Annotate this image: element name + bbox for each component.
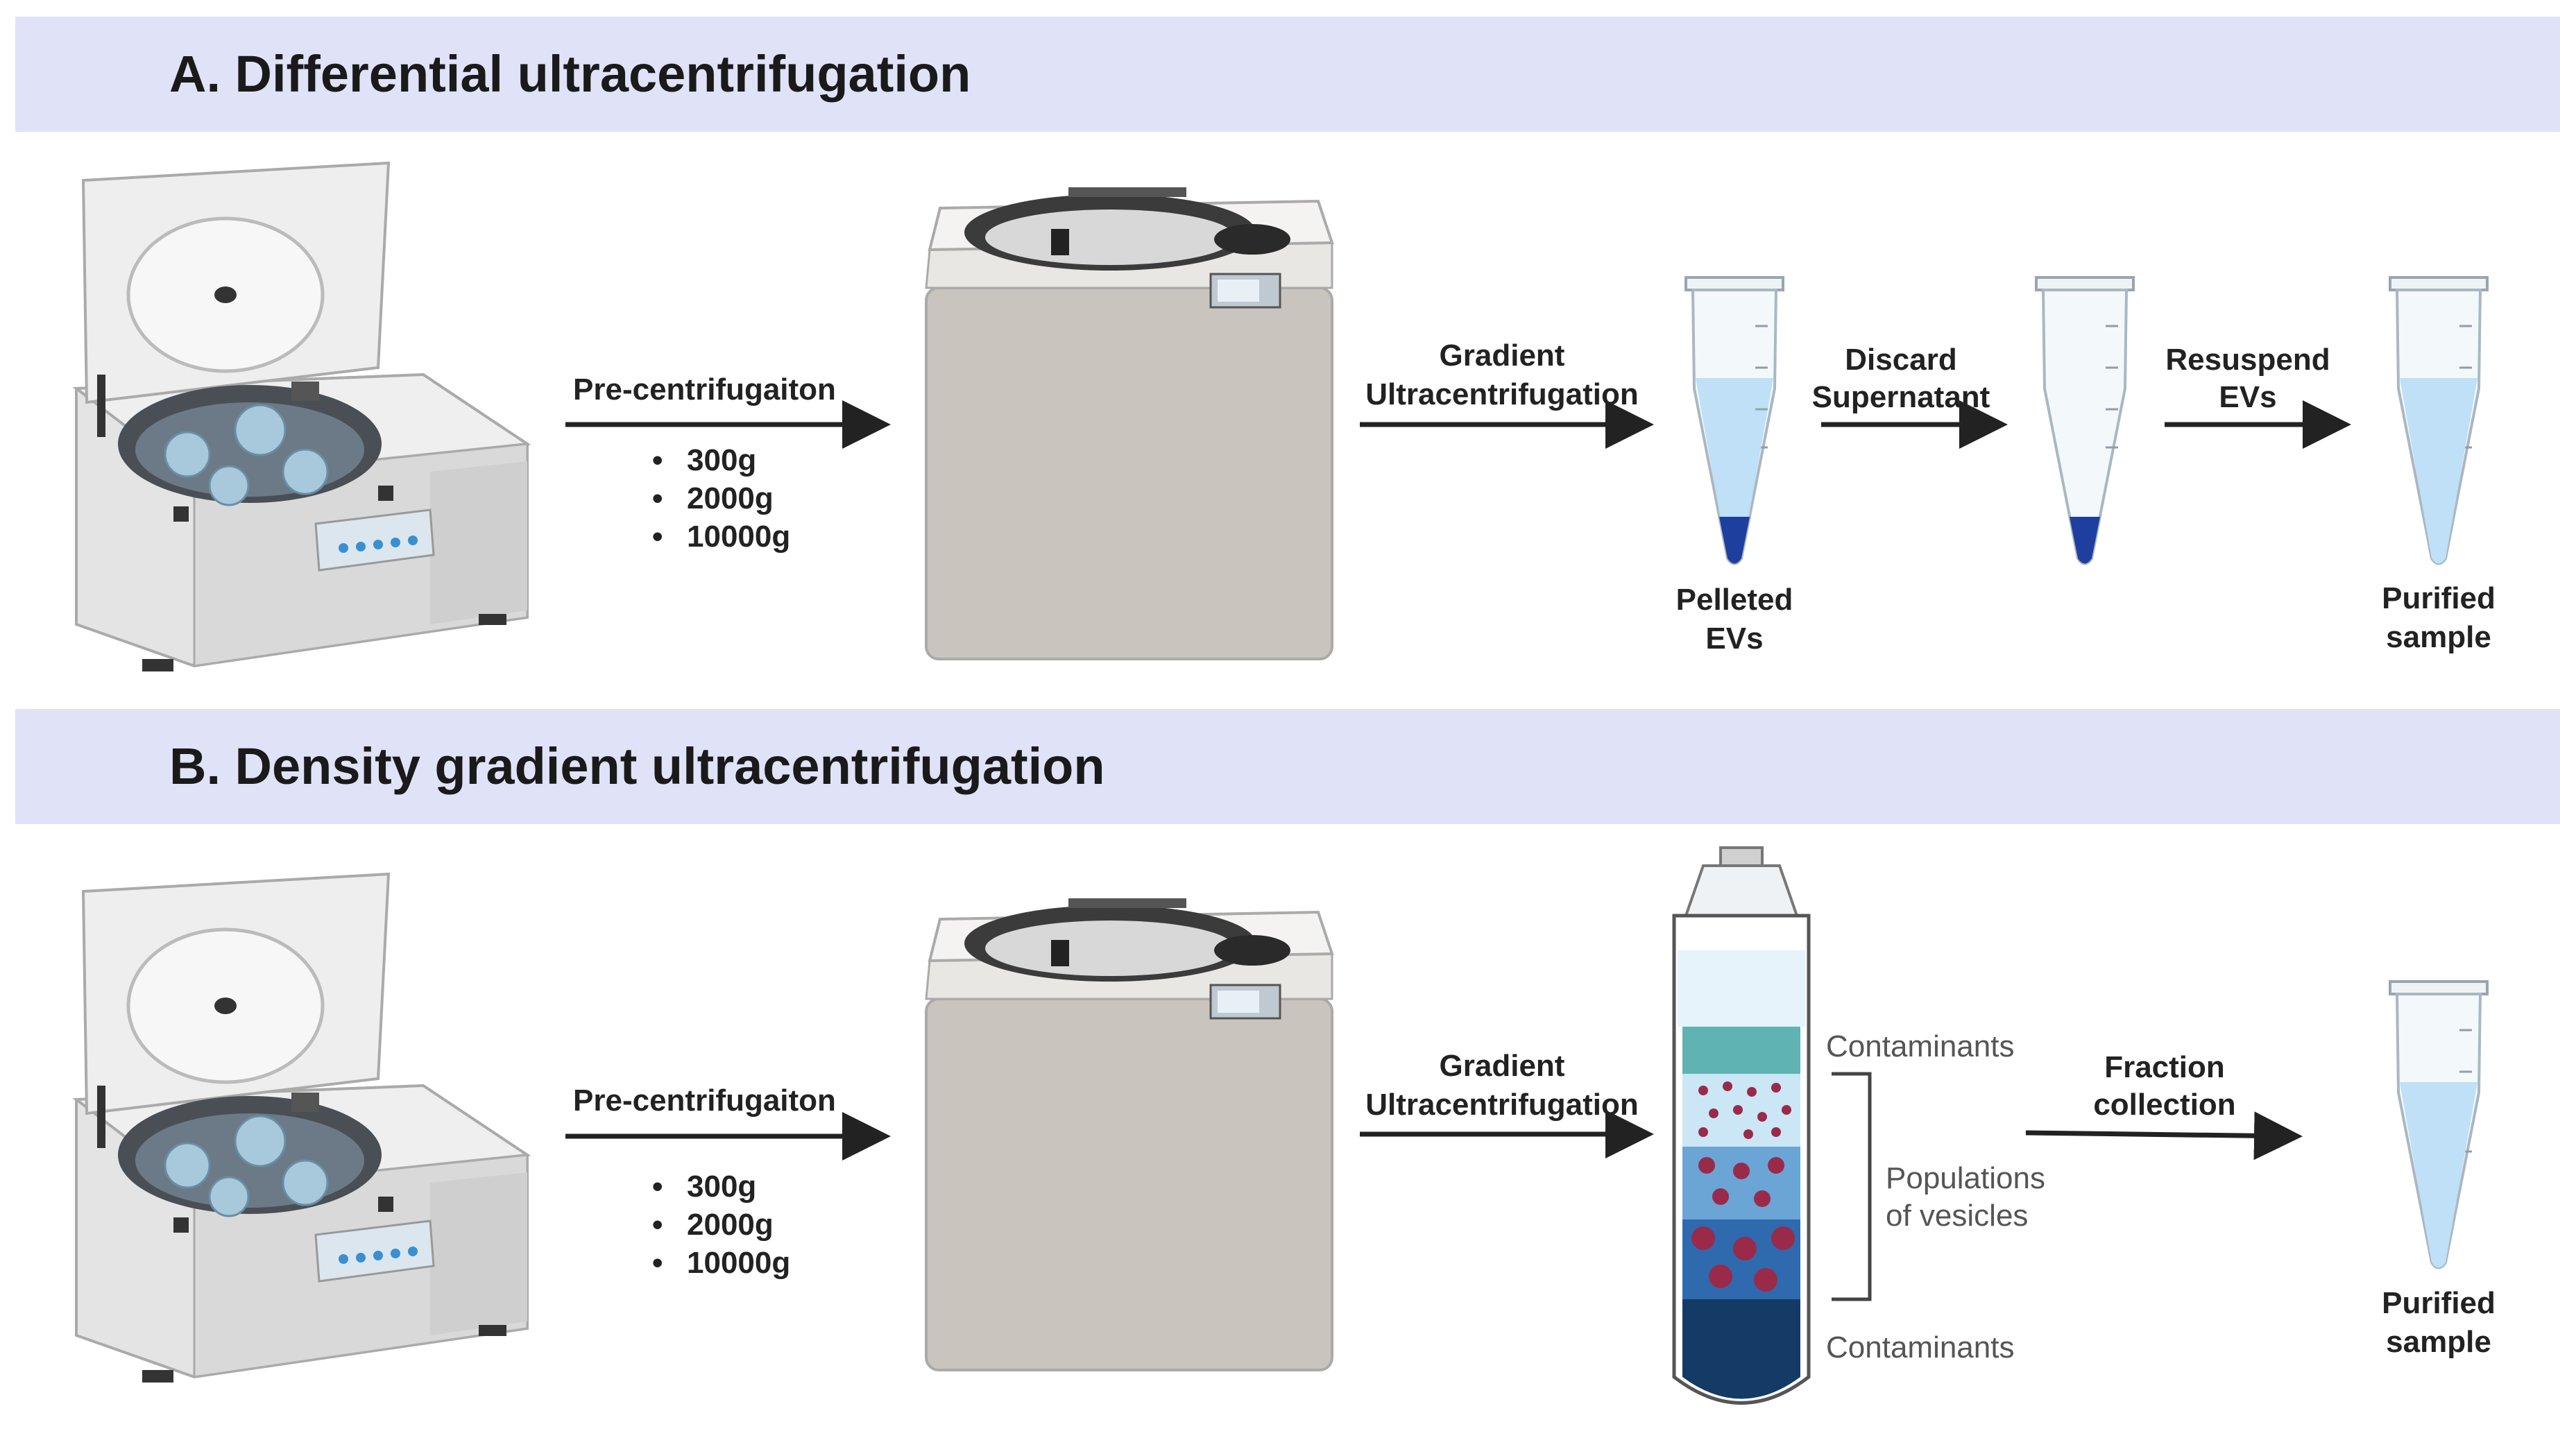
speed-item: 10000g (652, 1244, 790, 1282)
panel-a-title: A. Differential ultracentrifugation (169, 45, 971, 103)
purified-b-label-line1: Purified (2382, 1286, 2496, 1320)
contaminants-bottom-label: Contaminants (1826, 1330, 2015, 1364)
ultracentrifuge-a-icon (925, 186, 1333, 660)
speed-list-a: 300g 2000g 10000g (652, 441, 790, 556)
speed-item: 300g (652, 441, 790, 479)
benchtop-centrifuge-a-icon (76, 163, 527, 671)
populations-label-line1: Populations (1886, 1161, 2045, 1195)
gradient-label-b-line2: Ultracentrifugation (1365, 1088, 1639, 1122)
contaminants-top-label: Contaminants (1826, 1029, 2015, 1063)
purified-a-label-line2: sample (2386, 620, 2491, 654)
gradient-label-a-line1: Gradient (1439, 339, 1565, 373)
ultracentrifuge-b-icon (925, 897, 1333, 1371)
tube-purified-b-icon (2389, 980, 2489, 1269)
pelleted-label-line1: Pelleted (1675, 583, 1793, 617)
speed-item: 2000g (652, 1206, 790, 1244)
gradient-label-a-line2: Ultracentrifugation (1365, 377, 1639, 411)
fraction-label-line2: collection (2093, 1088, 2236, 1122)
resuspend-label-line1: Resuspend (2165, 343, 2330, 377)
pelleted-label-line2: EVs (1705, 622, 1764, 656)
speed-item: 10000g (652, 517, 790, 556)
populations-label-line2: of vesicles (1886, 1199, 2029, 1233)
pre-centrifugation-label-a: Pre-centrifugaiton (573, 373, 836, 406)
resuspend-label-line2: EVs (2219, 380, 2277, 414)
tube-pellet-only-icon (2035, 276, 2135, 565)
benchtop-centrifuge-b-icon (76, 874, 527, 1383)
fraction-label-line1: Fraction (2104, 1050, 2225, 1084)
speed-item: 2000g (652, 479, 790, 517)
tube-pelleted-evs-icon (1684, 276, 1784, 565)
discard-label-line2: Supernatant (1811, 380, 1990, 414)
purified-a-label-line1: Purified (2382, 581, 2496, 615)
panel-b-title: B. Density gradient ultracentrifugation (169, 737, 1105, 795)
purified-b-label-line2: sample (2386, 1325, 2491, 1359)
pre-centrifugation-label-b: Pre-centrifugaiton (573, 1084, 836, 1118)
speed-list-b: 300g 2000g 10000g (652, 1167, 790, 1282)
panel-a-banner: A. Differential ultracentrifugation (15, 17, 2560, 132)
panel-b-banner: B. Density gradient ultracentrifugation (15, 709, 2560, 824)
speed-item: 300g (652, 1167, 790, 1206)
gradient-tube-icon (1672, 846, 1811, 1405)
gradient-label-b-line1: Gradient (1439, 1049, 1565, 1083)
vesicle-bracket (1832, 1072, 1872, 1301)
discard-label-line1: Discard (1845, 343, 1957, 377)
arrow-fraction-collection (2025, 1111, 2303, 1161)
tube-purified-a-icon (2389, 276, 2489, 565)
